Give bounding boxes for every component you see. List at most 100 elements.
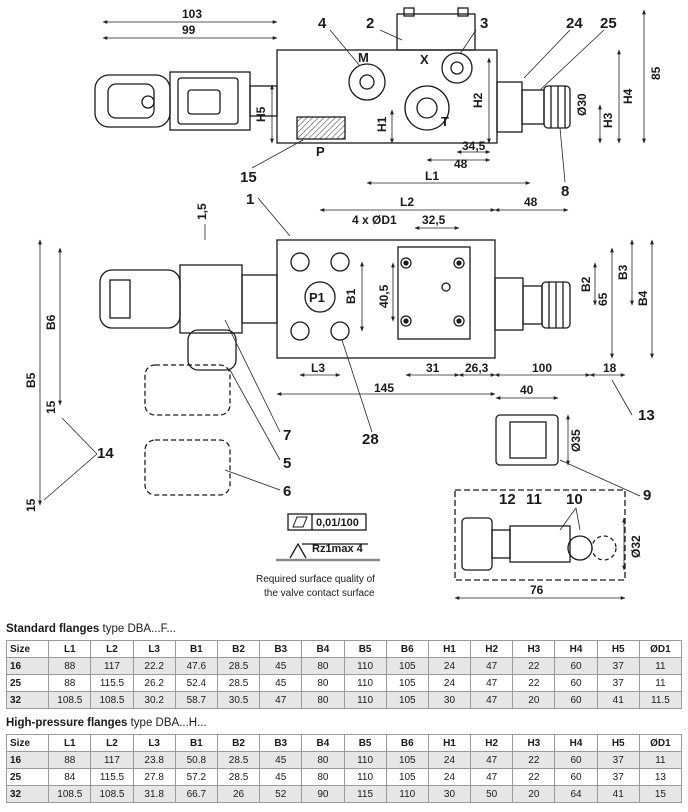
column-header: B5 <box>343 640 387 658</box>
table-cell: 60 <box>554 657 598 675</box>
column-header: H1 <box>427 734 472 752</box>
table-highpressure-title: High-pressure flanges type DBA...H... <box>6 716 682 731</box>
dim-100: 100 <box>532 361 552 375</box>
column-header: L2 <box>90 734 134 752</box>
table-cell: 108.5 <box>90 785 134 803</box>
connector-plug-side <box>94 74 171 128</box>
column-header: L1 <box>48 640 92 658</box>
table-cell: 22 <box>512 768 556 786</box>
table-cell: 90 <box>301 785 345 803</box>
table-cell: 110 <box>343 674 387 692</box>
column-header: H2 <box>470 640 514 658</box>
dim-26-3: 26,3 <box>465 361 489 375</box>
column-header: B1 <box>174 734 218 752</box>
size-cell: 25 <box>5 674 50 692</box>
top-view <box>99 239 571 496</box>
table-cell: 80 <box>301 751 345 769</box>
column-header: B5 <box>343 734 387 752</box>
table-cell: 11 <box>638 674 683 692</box>
table-cell: 57.2 <box>174 768 218 786</box>
table-cell: 60 <box>554 691 598 709</box>
table-cell: 110 <box>385 785 429 803</box>
table-cell: 28.5 <box>216 751 261 769</box>
table-cell: 115.5 <box>90 674 134 692</box>
table-cell: 105 <box>385 751 429 769</box>
table-cell: 47 <box>470 751 514 769</box>
table-cell: 115 <box>343 785 387 803</box>
table-cell: 80 <box>301 674 345 692</box>
detail-lock <box>454 489 626 581</box>
table-cell: 80 <box>301 691 345 709</box>
column-header: B2 <box>216 640 261 658</box>
callout-8: 8 <box>561 183 569 200</box>
table-cell: 110 <box>343 691 387 709</box>
port-x-label: X <box>420 52 429 67</box>
table-cell: 117 <box>90 751 134 769</box>
table-cell: 45 <box>259 751 303 769</box>
table-cell: 37 <box>596 674 640 692</box>
column-header: ØD1 <box>638 734 683 752</box>
table-cell: 105 <box>385 768 429 786</box>
column-header: L3 <box>132 734 176 752</box>
column-header: H4 <box>554 734 598 752</box>
callout-15: 15 <box>240 169 257 186</box>
column-header: H3 <box>512 640 556 658</box>
table-cell: 47 <box>470 691 514 709</box>
size-cell: 32 <box>5 785 50 803</box>
table-cell: 24 <box>427 674 472 692</box>
table-cell: 24 <box>427 657 472 675</box>
table-cell: 47.6 <box>174 657 218 675</box>
column-header: ØD1 <box>638 640 683 658</box>
dim-d35: Ø35 <box>569 429 583 452</box>
column-header: H5 <box>596 640 640 658</box>
port-m-circle <box>348 63 386 101</box>
table-cell: 45 <box>259 674 303 692</box>
dim-99: 99 <box>182 23 196 37</box>
table-cell: 47 <box>470 674 514 692</box>
table-cell: 52 <box>259 785 303 803</box>
table-cell: 117 <box>90 657 134 675</box>
detail-cap <box>495 414 559 466</box>
column-header: Size <box>5 734 50 752</box>
dim-103: 103 <box>182 7 202 21</box>
callout-7: 7 <box>283 427 291 444</box>
column-header: B3 <box>259 734 303 752</box>
table-cell: 22 <box>512 674 556 692</box>
side-view <box>94 7 571 144</box>
table-cell: 110 <box>343 768 387 786</box>
dim-b1: B1 <box>344 288 358 304</box>
table-cell: 45 <box>259 768 303 786</box>
table-cell: 11 <box>638 751 683 769</box>
callout-24: 24 <box>566 15 583 32</box>
table-cell: 41 <box>596 691 640 709</box>
table-cell: 60 <box>554 768 598 786</box>
port-t-circle <box>404 85 450 131</box>
table-cell: 30.2 <box>132 691 176 709</box>
size-cell: 32 <box>5 691 50 709</box>
callout-1: 1 <box>246 191 254 208</box>
dim-76: 76 <box>530 583 544 597</box>
table-cell: 115.5 <box>90 768 134 786</box>
table-cell: 47 <box>259 691 303 709</box>
callout-28: 28 <box>362 431 379 448</box>
dim-b2: B2 <box>579 276 593 292</box>
column-header: L1 <box>48 734 92 752</box>
table-cell: 108.5 <box>48 691 92 709</box>
table-cell: 28.5 <box>216 768 261 786</box>
dim-d32: Ø32 <box>629 535 643 558</box>
column-header: B1 <box>174 640 218 658</box>
port-x-circle <box>441 52 473 84</box>
table-cell: 11 <box>638 657 683 675</box>
table-cell: 80 <box>301 657 345 675</box>
dim-145: 145 <box>374 381 394 395</box>
surface-symbol <box>276 513 380 562</box>
table-cell: 22 <box>512 751 556 769</box>
callout-4: 4 <box>318 15 327 32</box>
column-header: L2 <box>90 640 134 658</box>
